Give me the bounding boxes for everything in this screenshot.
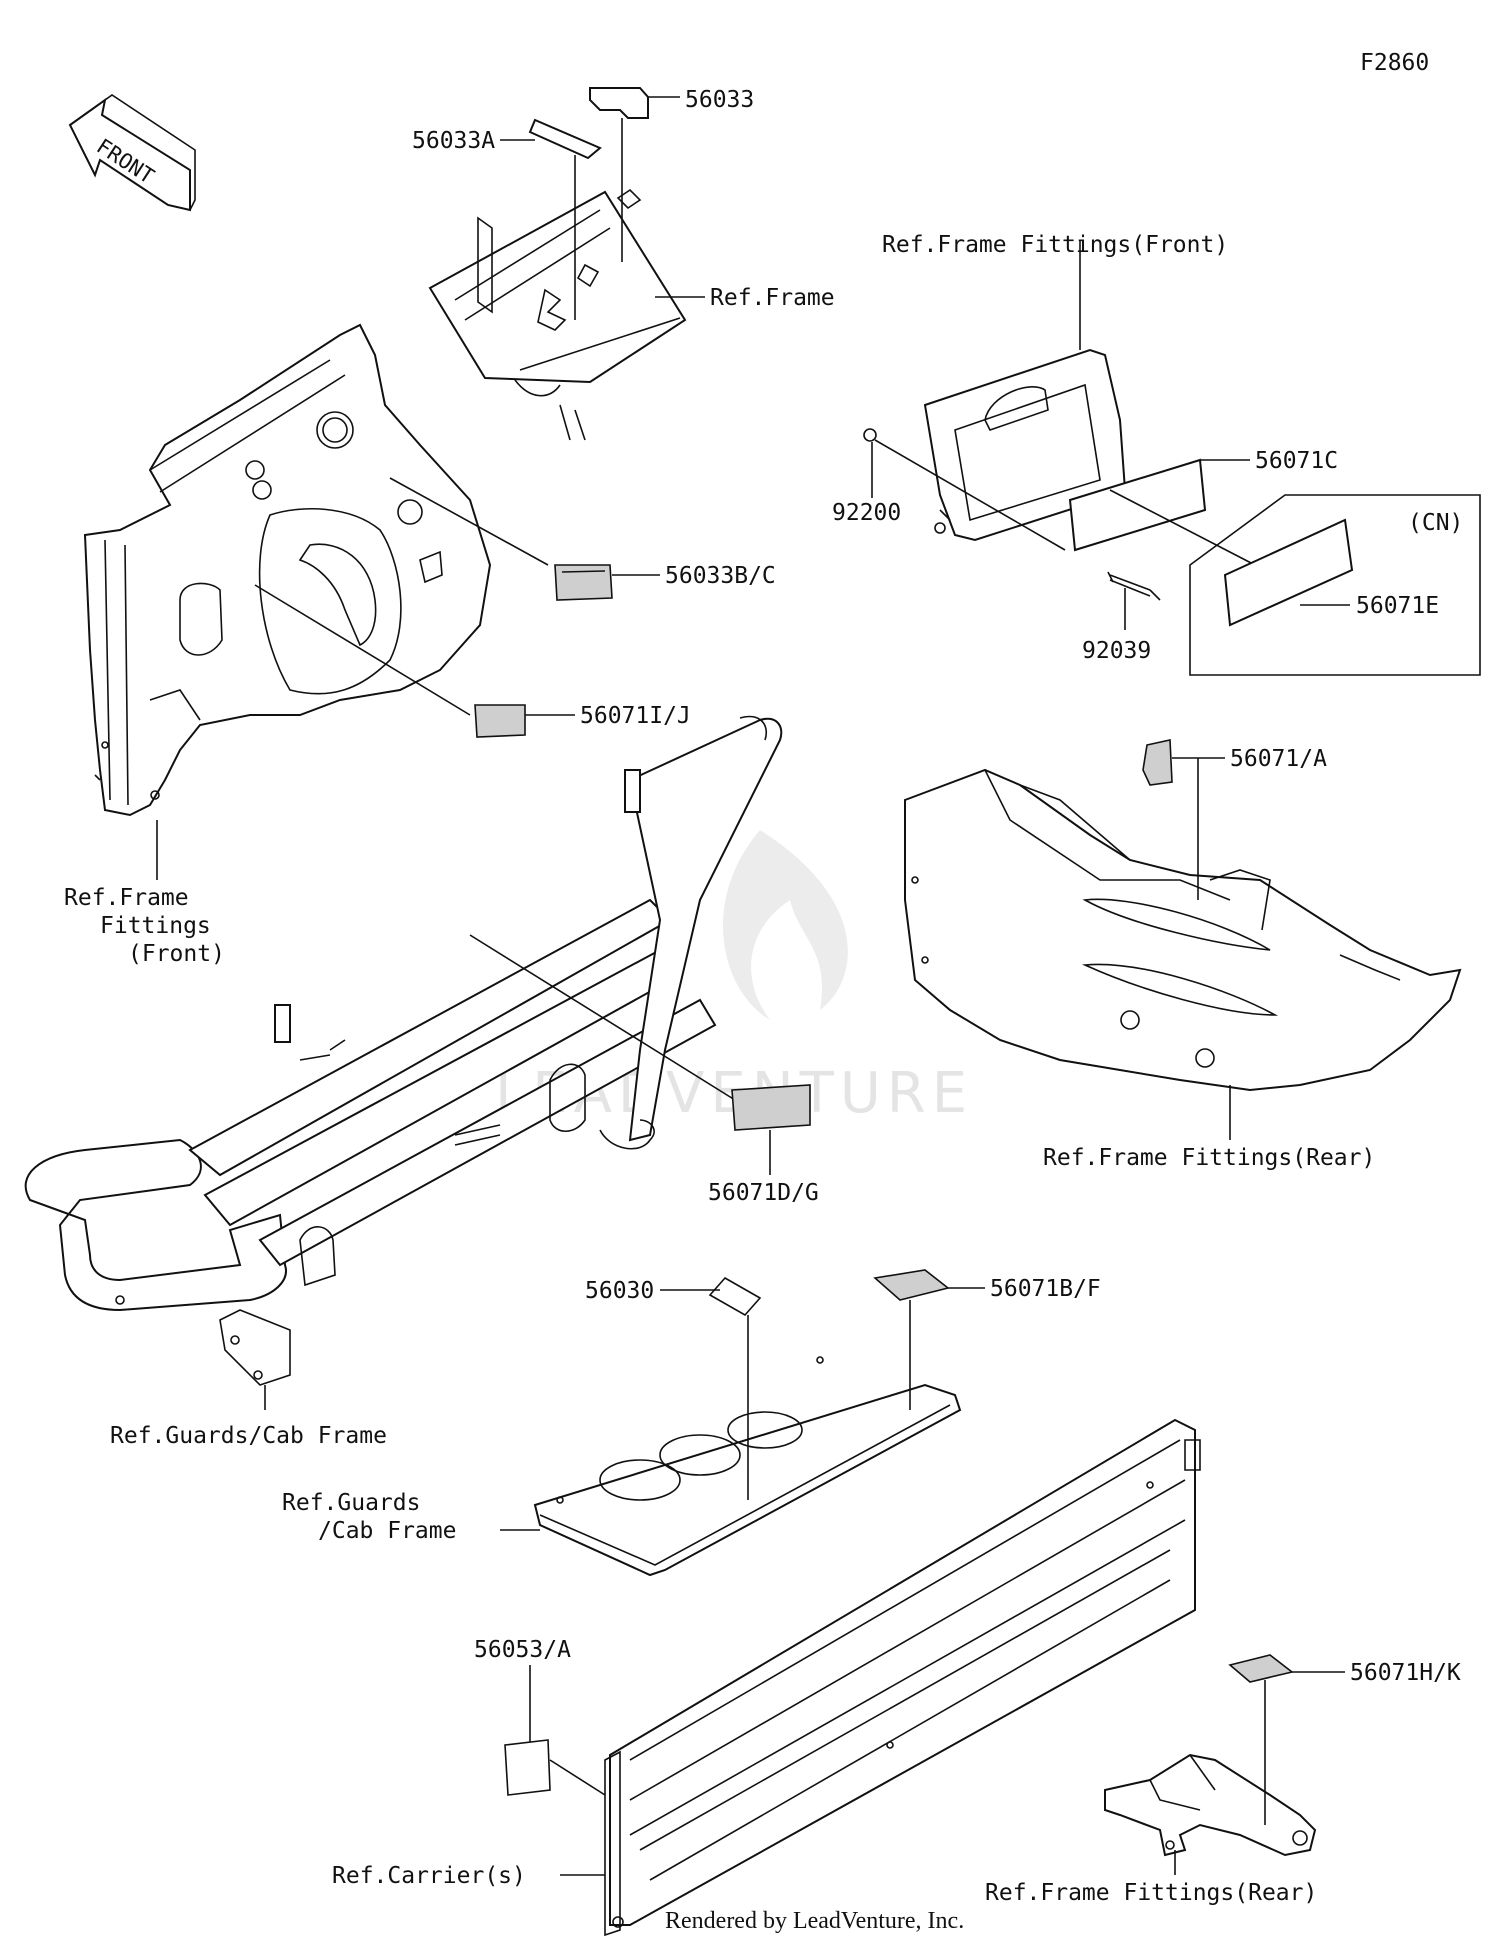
- carrier-tailgate: [604, 1418, 1201, 1937]
- label-ref-frame-fittings-rear-bottom: Ref.Frame Fittings(Rear): [985, 1880, 1317, 1906]
- label-ref-frame-fittings-front-line1: Ref.Frame: [64, 885, 189, 911]
- label-ref-frame: Ref.Frame: [710, 285, 835, 311]
- label-plate-56030: [708, 1276, 762, 1317]
- label-plate-56071a: [1142, 739, 1173, 786]
- label-56071a: 56071/A: [1230, 746, 1327, 772]
- credit-text: Rendered by LeadVenture, Inc.: [665, 1908, 964, 1934]
- leader-56033bc: [389, 477, 549, 566]
- label-56071dg: 56071D/G: [708, 1180, 819, 1206]
- rear-fittings-fender: [904, 768, 1462, 1092]
- label-plate-56053a: [504, 1739, 551, 1796]
- label-56071c: 56071C: [1255, 448, 1338, 474]
- label-56071e: 56071E: [1356, 593, 1439, 619]
- leader-92200-line: [874, 439, 1066, 551]
- leader-56071ij: [254, 584, 471, 716]
- leader-56053a-right: [549, 1759, 606, 1796]
- label-56053a: 56053/A: [474, 1637, 571, 1663]
- leader-56071c-diag: [1109, 489, 1256, 566]
- label-plate-56071dg: [731, 1084, 811, 1131]
- front-fittings-dash-panel: [83, 323, 492, 817]
- label-plate-56071hk: [1228, 1654, 1294, 1683]
- label-cn: (CN): [1408, 510, 1463, 536]
- label-ref-carriers: Ref.Carrier(s): [332, 1863, 526, 1889]
- nut-92200: [863, 428, 877, 442]
- label-92200: 92200: [832, 500, 901, 526]
- figure-code: F2860: [1360, 50, 1429, 76]
- label-ref-frame-fittings-front-line3: (Front): [128, 941, 225, 967]
- label-56071bf: 56071B/F: [990, 1276, 1101, 1302]
- label-56033bc: 56033B/C: [665, 563, 776, 589]
- label-56033a: 56033A: [412, 128, 495, 154]
- cn-box: [1189, 494, 1481, 676]
- front-fittings-panel: [863, 348, 1127, 542]
- label-92039: 92039: [1082, 638, 1151, 664]
- label-plate-56071ij: [474, 704, 526, 738]
- label-ref-frame-fittings-front-top: Ref.Frame Fittings(Front): [882, 232, 1228, 258]
- guards-cab-frame: [24, 715, 783, 1386]
- leader-56071dg: [469, 934, 736, 1101]
- label-ref-frame-fittings-rear-mid: Ref.Frame Fittings(Rear): [1043, 1145, 1375, 1171]
- label-56071ij: 56071I/J: [580, 703, 691, 729]
- fastener-92039: [1107, 571, 1161, 601]
- label-ref-guards-cab-frame-plate-line2: /Cab Frame: [318, 1518, 456, 1544]
- label-ref-guards-cab-frame-plate-line1: Ref.Guards: [282, 1490, 420, 1516]
- rear-fittings-bracket: [1104, 1753, 1317, 1857]
- label-ref-frame-fittings-front-line2: Fittings: [100, 913, 211, 939]
- label-56033: 56033: [685, 87, 754, 113]
- label-56071hk: 56071H/K: [1350, 1660, 1461, 1686]
- front-arrow-icon: FRONT: [68, 94, 196, 212]
- panel-56071e: [1223, 518, 1354, 627]
- label-ref-guards-cab-frame-left: Ref.Guards/Cab Frame: [110, 1423, 387, 1449]
- label-plate-56071bf: [873, 1269, 950, 1301]
- label-plate-56033bc: [554, 564, 613, 601]
- label-56030: 56030: [585, 1278, 654, 1304]
